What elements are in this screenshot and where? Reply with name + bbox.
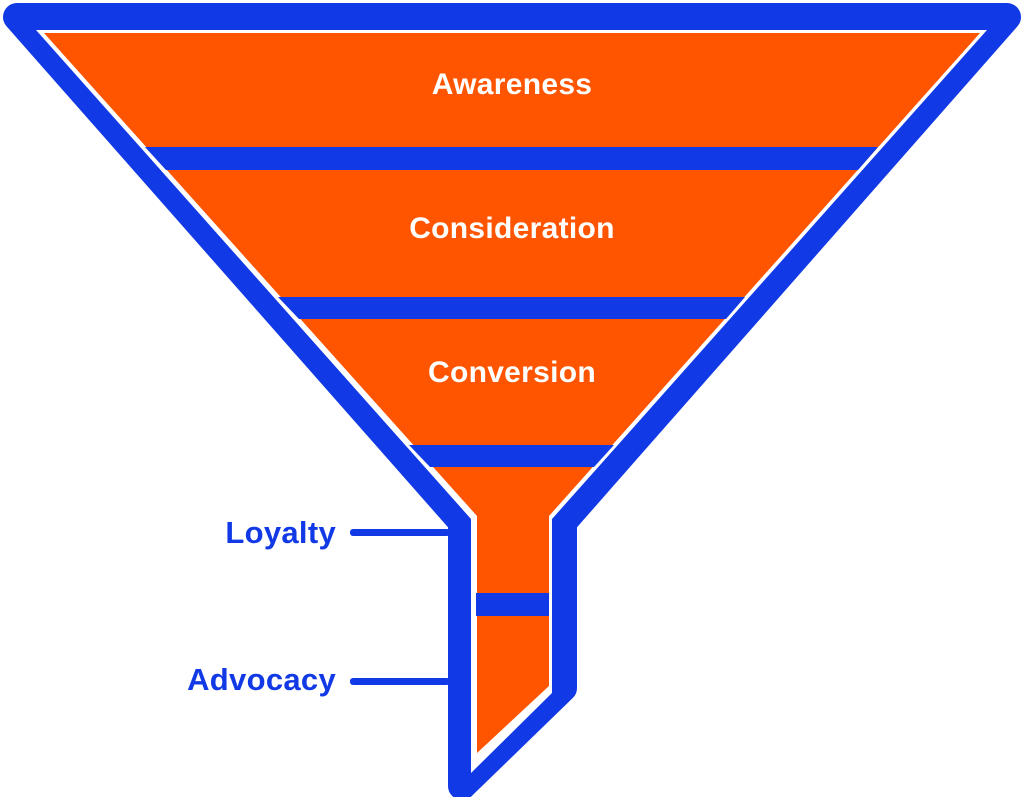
- advocacy-connector: [350, 678, 450, 685]
- band-divider-1: [145, 147, 878, 170]
- side-label-loyalty: Loyalty: [225, 515, 336, 550]
- band-divider-4: [476, 593, 549, 616]
- stage-label-awareness: Awareness: [432, 68, 593, 101]
- funnel-outline: [3, 3, 1021, 797]
- stage-label-consideration: Consideration: [409, 212, 615, 245]
- loyalty-connector: [350, 529, 450, 536]
- side-label-advocacy: Advocacy: [187, 662, 336, 697]
- band-divider-2: [278, 297, 745, 319]
- stage-label-conversion: Conversion: [428, 356, 596, 389]
- band-divider-3: [409, 445, 614, 467]
- funnel-body: [44, 33, 980, 753]
